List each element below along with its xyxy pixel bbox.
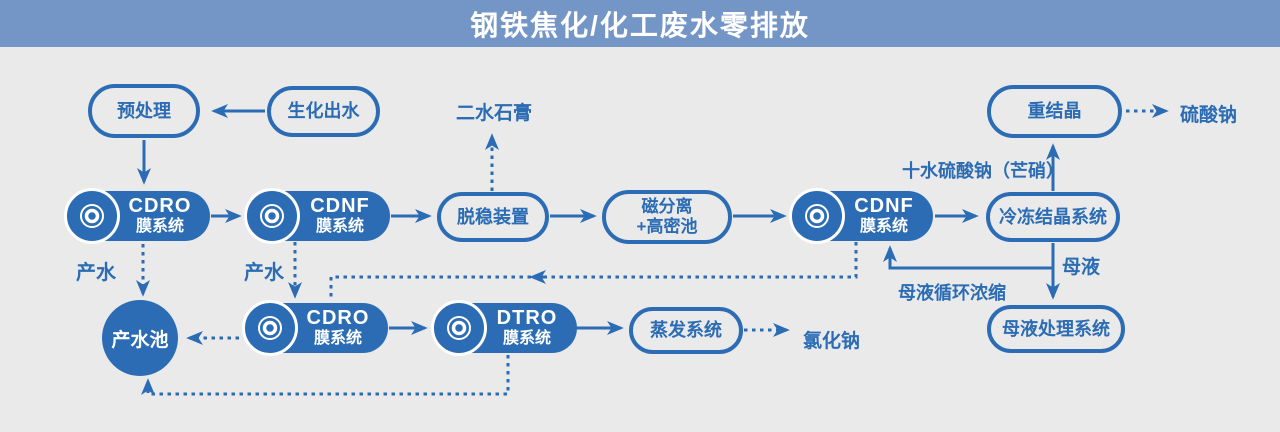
membrane-disc-icon <box>244 188 300 244</box>
node-pretreatment-label: 预处理 <box>117 100 171 121</box>
node-cdnf2-title: CDNF <box>854 195 914 218</box>
node-recrystallization-label: 重结晶 <box>1027 101 1082 122</box>
label-sodium-sulfate: 硫酸钠 <box>1180 105 1238 126</box>
node-pretreatment: 预处理 <box>88 84 200 138</box>
double-ring-icon <box>258 316 282 340</box>
node-evaporation: 蒸发系统 <box>629 307 743 354</box>
node-biochemical-effluent-label: 生化出水 <box>287 101 360 122</box>
node-product-water-pool-label: 产水池 <box>111 329 169 351</box>
node-dtro-membrane: DTRO 膜系统 <box>431 300 577 356</box>
membrane-disc-icon <box>789 188 845 244</box>
node-magnetic-separation-line2: +高密池 <box>636 217 698 236</box>
node-cdnf-membrane-2: CDNF 膜系统 <box>789 188 933 244</box>
node-cdro2-subtitle: 膜系统 <box>313 330 362 348</box>
node-magnetic-separation: 磁分离 +高密池 <box>602 190 732 244</box>
node-cdnf1-subtitle: 膜系统 <box>315 218 364 236</box>
node-product-water-pool: 产水池 <box>102 300 178 376</box>
node-cdro-membrane-2: CDRO 膜系统 <box>242 300 388 356</box>
node-evaporation-label: 蒸发系统 <box>650 320 722 341</box>
node-cdro-membrane-1: CDRO 膜系统 <box>64 188 210 244</box>
node-freeze-crystallization-label: 冷冻结晶系统 <box>999 206 1107 227</box>
double-ring-icon <box>447 316 471 340</box>
node-mother-liquor-treatment: 母液处理系统 <box>987 305 1125 353</box>
node-biochemical-effluent: 生化出水 <box>267 86 380 137</box>
node-cdnf2-subtitle: 膜系统 <box>859 218 908 236</box>
label-gypsum: 二水石膏 <box>456 103 533 124</box>
page-title: 钢铁焦化/化工废水零排放 <box>470 9 810 41</box>
membrane-disc-icon <box>431 300 487 356</box>
node-destabilizer: 脱稳装置 <box>437 192 549 242</box>
title-bar: 钢铁焦化/化工废水零排放 <box>0 0 1280 47</box>
node-cdro1-subtitle: 膜系统 <box>135 218 184 236</box>
node-recrystallization: 重结晶 <box>987 85 1122 138</box>
node-magnetic-separation-line1: 磁分离 <box>641 197 693 217</box>
label-product-water-1: 产水 <box>76 262 116 284</box>
node-mother-liquor-treatment-label: 母液处理系统 <box>1002 318 1110 339</box>
node-dtro-title: DTRO <box>496 307 558 330</box>
membrane-disc-icon <box>64 188 120 244</box>
label-product-water-2: 产水 <box>244 262 284 284</box>
double-ring-icon <box>260 204 284 228</box>
node-cdro2-title: CDRO <box>306 307 370 330</box>
node-dtro-subtitle: 膜系统 <box>502 330 551 348</box>
node-cdnf-membrane-1: CDNF 膜系统 <box>244 188 390 244</box>
node-cdnf1-title: CDNF <box>310 195 370 218</box>
label-mother-liquor-recycle: 母液循环浓缩 <box>898 283 1006 303</box>
label-glauber-salt: 十水硫酸钠（芒硝） <box>902 161 1064 181</box>
node-destabilizer-label: 脱稳装置 <box>457 206 529 227</box>
membrane-disc-icon <box>242 300 298 356</box>
label-sodium-chloride: 氯化钠 <box>803 331 861 352</box>
node-freeze-crystallization: 冷冻结晶系统 <box>986 192 1120 242</box>
double-ring-icon <box>80 204 104 228</box>
node-cdro1-title: CDRO <box>128 195 192 218</box>
label-mother-liquor: 母液 <box>1062 257 1101 278</box>
double-ring-icon <box>805 204 829 228</box>
